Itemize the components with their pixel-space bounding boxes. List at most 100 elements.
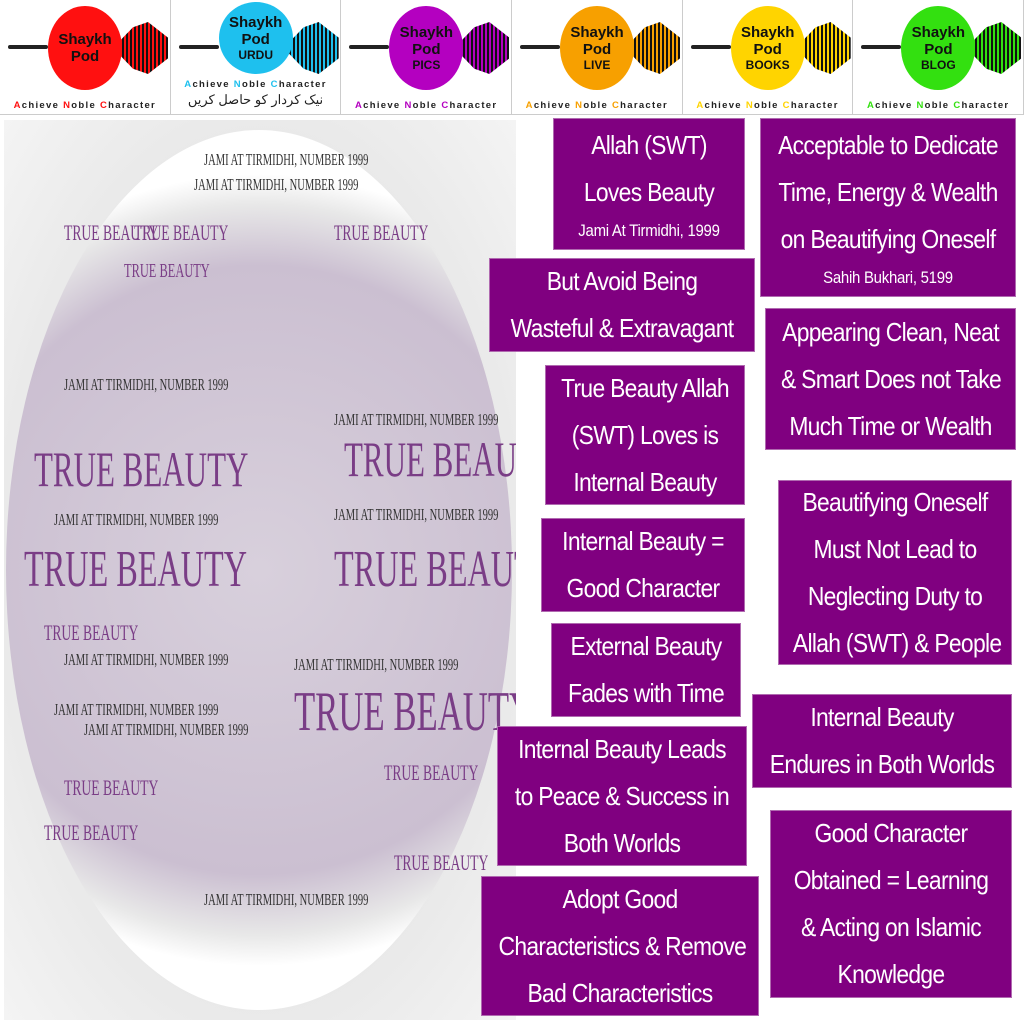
logo-title: Pod [582, 41, 612, 58]
box-text-line: External Beauty [570, 631, 723, 661]
cloud-word-citation: JAMI AT TIRMIDHI, NUMBER 1999 [334, 410, 499, 429]
logo-title: Pod [924, 41, 953, 58]
cloud-word-citation: JAMI AT TIRMIDHI, NUMBER 1999 [294, 655, 459, 674]
cloud-word-true-beauty: TRUE BEAUTY [134, 220, 229, 245]
box-text-line: & Acting on Islamic [801, 912, 982, 942]
box-text-line: Knowledge [837, 959, 946, 989]
box-text-line: on Beautifying Oneself [780, 224, 996, 254]
logo-tagline: Achieve Noble Character [866, 100, 1010, 111]
logo-tagline: Achieve Noble Character [354, 100, 498, 111]
cloud-word-citation: JAMI AT TIRMIDHI, NUMBER 1999 [64, 650, 229, 669]
box-text-line: Appearing Clean, Neat [782, 316, 999, 347]
logo-subtitle: LIVE [583, 58, 611, 72]
logo-subtitle: BOOKS [745, 58, 790, 72]
cloud-word-true-beauty: TRUE BEAUTY [334, 541, 516, 598]
box-text-line: Internal Beauty [810, 702, 954, 732]
logo-subtitle: PICS [412, 58, 441, 72]
waveform-icon [8, 45, 48, 49]
cloud-word-citation: JAMI AT TIRMIDHI, NUMBER 1999 [54, 700, 219, 719]
box-text-line: Beautifying Oneself [802, 486, 988, 517]
waveform-icon [178, 45, 219, 49]
text-box-7: Internal Beauty =Good Character [541, 518, 745, 612]
cloud-word-citation: JAMI AT TIRMIDHI, NUMBER 1999 [334, 505, 499, 524]
cloud-word-true-beauty: TRUE BEAUTY [384, 760, 479, 785]
box-text-line: But Avoid Being [546, 266, 698, 296]
box-text-line: Acceptable to Dedicate [778, 130, 999, 160]
box-text-line: (SWT) Loves is [571, 419, 719, 450]
cloud-word-citation: JAMI AT TIRMIDHI, NUMBER 1999 [54, 510, 219, 529]
cloud-word-true-beauty: TRUE BEAUTY [64, 220, 159, 245]
cloud-word-true-beauty: TRUE BEAUTY [124, 260, 210, 282]
box-text-line: Allah (SWT) [591, 130, 707, 160]
box-text-line: Must Not Lead to [813, 533, 978, 564]
text-box-4: Appearing Clean, Neat& Smart Does not Ta… [765, 308, 1016, 450]
waveform-icon [288, 22, 339, 74]
cloud-word-true-beauty: TRUE BEAUTY [64, 775, 159, 800]
cloud-word-true-beauty: TRUE BEAUTY [334, 220, 429, 245]
word-cloud-disc [6, 130, 512, 1010]
box-text-line: Much Time or Wealth [789, 410, 992, 441]
waveform-icon [690, 45, 731, 49]
box-text-line: Both Worlds [563, 827, 681, 858]
box-text-line: Internal Beauty Leads [518, 733, 727, 764]
logo-title: Shaykh [58, 31, 112, 48]
waveform-icon [971, 22, 1022, 74]
logo-urdu-tagline: نیک کردار کو حاصل کریں [187, 92, 324, 107]
logo-title: Pod [70, 48, 100, 65]
logo-subtitle: BLOG [921, 58, 956, 72]
waveform-icon [861, 45, 902, 49]
cloud-word-citation: JAMI AT TIRMIDHI, NUMBER 1999 [64, 375, 229, 394]
box-text-line: Obtained = Learning [793, 865, 989, 895]
logo-tagline: Achieve Noble Character [184, 79, 327, 90]
box-text-line: Internal Beauty [573, 466, 717, 497]
box-source: Sahih Bukhari, 5199 [823, 268, 953, 287]
cloud-word-true-beauty: TRUE BEAUTY [24, 541, 247, 598]
logo-tagline: Achieve Noble Character [13, 100, 157, 111]
box-text-line: Characteristics & Remove [498, 930, 747, 961]
logo-title: Shaykh [741, 24, 795, 41]
cloud-word-citation: JAMI AT TIRMIDHI, NUMBER 1999 [204, 150, 369, 169]
cloud-word-true-beauty: TRUE BEAUTY [294, 681, 516, 743]
logo-title: Pod [753, 41, 782, 58]
logo-title: Pod [241, 31, 270, 48]
waveform-icon [459, 22, 510, 74]
waveform-icon [349, 45, 390, 49]
logo-title: Shaykh [911, 24, 966, 41]
logo-title: Shaykh [399, 24, 454, 41]
logo-title: Shaykh [228, 14, 283, 31]
cloud-word-citation: JAMI AT TIRMIDHI, NUMBER 1999 [204, 890, 369, 909]
box-source: Jami At Tirmidhi, 1999 [578, 221, 720, 240]
logo-tagline: Achieve Noble Character [696, 100, 839, 111]
box-text-line: Allah (SWT) & People [792, 627, 1002, 658]
box-text-line: Internal Beauty = [562, 526, 724, 556]
cloud-word-citation: JAMI AT TIRMIDHI, NUMBER 1999 [194, 175, 359, 194]
logo-tagline: Achieve Noble Character [525, 100, 669, 111]
cloud-word-true-beauty: TRUE BEAUTY [394, 850, 489, 875]
box-text-line: Adopt Good [562, 883, 678, 914]
cloud-word-citation: JAMI AT TIRMIDHI, NUMBER 1999 [84, 720, 249, 739]
cloud-word-true-beauty: TRUE BEAUTY [344, 431, 516, 487]
box-text-line: Time, Energy & Wealth [778, 177, 998, 207]
logo-title: Shaykh [570, 24, 624, 41]
